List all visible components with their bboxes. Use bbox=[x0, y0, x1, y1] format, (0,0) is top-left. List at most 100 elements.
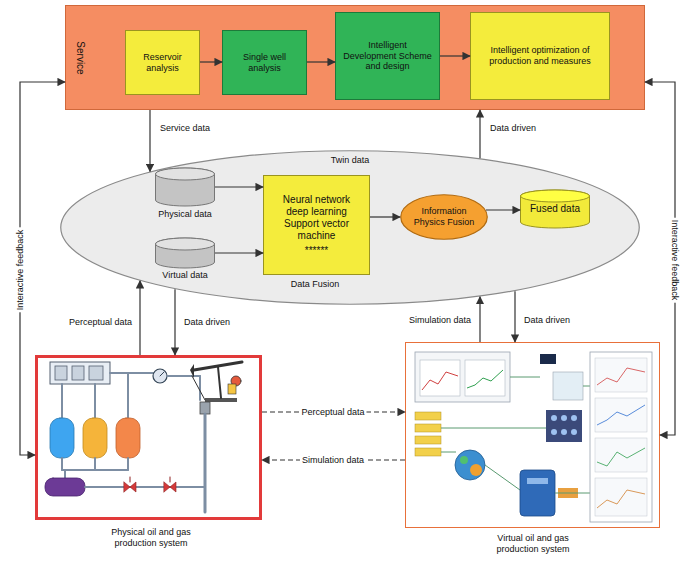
illustration-part bbox=[571, 429, 577, 435]
connector-arrow bbox=[307, 61, 335, 62]
illustration-part bbox=[597, 448, 645, 466]
illustration-part bbox=[415, 412, 441, 420]
illustration-part bbox=[441, 428, 546, 429]
illustration-part bbox=[110, 372, 153, 374]
illustration-part bbox=[597, 368, 645, 385]
connector-label: Data driven bbox=[182, 317, 232, 328]
illustration-part bbox=[595, 398, 647, 432]
illustration-part bbox=[127, 373, 129, 418]
node-label: Virtual oil and gas production system bbox=[483, 533, 583, 555]
illustration-part bbox=[200, 402, 210, 414]
illustration-part bbox=[561, 429, 567, 435]
twin-data-ellipse: Twin dataData FusionPhysical dataVirtual… bbox=[60, 150, 640, 305]
illustration-part bbox=[460, 456, 468, 464]
illustration-part bbox=[455, 450, 485, 480]
illustration-part bbox=[467, 370, 503, 388]
connector-arrow bbox=[20, 82, 65, 455]
node-text: Neural network deep learning Support vec… bbox=[275, 194, 358, 242]
illustration-part bbox=[50, 362, 110, 384]
node-text: Reservoir analysis bbox=[130, 52, 195, 74]
illustration-part bbox=[510, 377, 540, 378]
illustration-part bbox=[50, 418, 74, 458]
node-text: Fused data bbox=[530, 203, 580, 215]
illustration-part bbox=[167, 375, 200, 377]
node-text: Intelligent optimization of production a… bbox=[478, 45, 602, 67]
illustration-part bbox=[470, 464, 482, 476]
node-label: Data Fusion bbox=[291, 279, 340, 290]
illustration-part bbox=[590, 352, 652, 522]
illustration-part bbox=[127, 458, 129, 470]
illustration-part bbox=[94, 384, 96, 418]
service-box: Reservoir analysis bbox=[125, 30, 200, 95]
fusion-ellipse: Information Physics Fusion bbox=[400, 194, 488, 240]
illustration-part bbox=[45, 478, 85, 496]
illustration-part bbox=[420, 360, 460, 396]
connector-label: Perceptual data bbox=[67, 317, 134, 328]
connector-arrow bbox=[479, 110, 480, 158]
illustration-part bbox=[204, 414, 207, 512]
illustration-part bbox=[561, 415, 567, 421]
connector-label: Data driven bbox=[488, 123, 538, 134]
connector-arrow bbox=[200, 61, 222, 62]
ellipse-shape bbox=[61, 151, 640, 305]
illustration-part bbox=[55, 366, 67, 380]
service-box: Intelligent optimization of production a… bbox=[470, 12, 610, 100]
illustration-part bbox=[62, 469, 128, 471]
illustration-part bbox=[422, 372, 458, 390]
connector-label: Interactive feedback bbox=[670, 218, 681, 303]
illustration-part bbox=[61, 458, 63, 470]
illustration-part bbox=[170, 477, 171, 482]
virtual-system-illustration bbox=[415, 352, 652, 522]
connector-arrow bbox=[174, 289, 175, 355]
cylinder-top bbox=[156, 168, 215, 180]
connector-arrow bbox=[514, 291, 515, 342]
illustration-part bbox=[130, 477, 131, 482]
cylinder-top bbox=[156, 238, 215, 250]
illustration-part bbox=[415, 352, 510, 402]
illustration-part bbox=[124, 482, 136, 492]
connector-label: Service data bbox=[158, 123, 212, 134]
illustration-part bbox=[72, 366, 84, 380]
service-box: Intelligent Development Scheme and desig… bbox=[335, 12, 440, 100]
illustration-part bbox=[194, 362, 242, 370]
algorithm-box: Neural network deep learning Support vec… bbox=[263, 175, 370, 275]
illustration-part bbox=[527, 478, 548, 484]
fused-data-cylinder: Fused data bbox=[520, 190, 590, 228]
illustration-part bbox=[218, 367, 221, 398]
illustration-part bbox=[595, 478, 647, 516]
node-label: Twin data bbox=[331, 155, 370, 166]
illustration-part bbox=[571, 415, 577, 421]
connector-arrow bbox=[486, 209, 520, 210]
illustration-part bbox=[551, 415, 557, 421]
service-band: ServiceReservoir analysisSingle well ana… bbox=[65, 5, 645, 110]
virtual-system-box: Virtual oil and gas production system bbox=[405, 342, 660, 528]
illustration-part bbox=[192, 376, 205, 400]
physical-system-box: Physical oil and gas production system bbox=[35, 355, 262, 520]
connector-label: Perceptual data bbox=[299, 407, 366, 418]
illustration-part bbox=[89, 366, 103, 380]
connector-arrow bbox=[139, 281, 140, 355]
illustration-part bbox=[595, 358, 647, 392]
illustration-part bbox=[583, 386, 590, 387]
illustration-part bbox=[199, 376, 201, 400]
connector-arrow bbox=[149, 110, 150, 171]
illustration-part bbox=[83, 418, 107, 458]
illustration-part bbox=[164, 482, 176, 492]
illustration-part bbox=[551, 429, 557, 435]
illustration-part bbox=[415, 424, 441, 432]
connector-label: Interactive feedback bbox=[15, 228, 26, 313]
node-text: Information Physics Fusion bbox=[412, 206, 476, 228]
illustration-part bbox=[160, 372, 164, 376]
node-label: Virtual data bbox=[162, 270, 207, 281]
cylinder-outline bbox=[155, 168, 215, 206]
illustration-part bbox=[465, 360, 505, 396]
illustration-part bbox=[540, 354, 556, 364]
illustration-part bbox=[415, 448, 441, 456]
illustration-part bbox=[415, 436, 441, 444]
connector-label: Simulation data bbox=[407, 315, 473, 326]
connector-arrow bbox=[440, 55, 470, 56]
node-text: Single well analysis bbox=[227, 52, 302, 74]
